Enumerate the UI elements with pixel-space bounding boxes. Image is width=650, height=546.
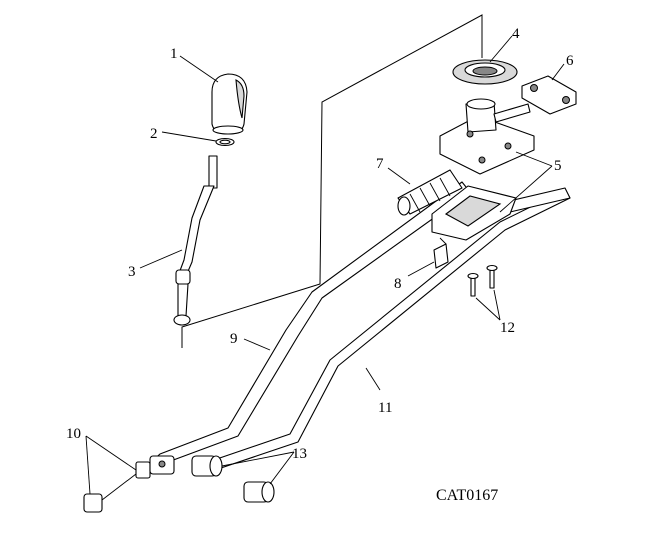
gear-knob [211, 73, 248, 135]
support-rod [207, 187, 571, 471]
callout-5: 5 [554, 158, 562, 174]
clamp-bracket [521, 75, 577, 115]
callout-7: 7 [376, 156, 384, 172]
background-panel [181, 14, 483, 348]
bolts [467, 264, 498, 297]
callout-8: 8 [394, 276, 402, 292]
universal-joint [83, 455, 175, 513]
bushes [191, 455, 275, 503]
callout-13: 13 [292, 446, 307, 462]
gaiter-boot [452, 59, 518, 85]
leader-lines [85, 35, 565, 495]
bellows [397, 169, 463, 216]
gear-lever [173, 155, 218, 326]
callout-10: 10 [66, 426, 81, 442]
callout-9: 9 [230, 331, 238, 347]
clip [433, 237, 449, 269]
callout-1: 1 [170, 46, 178, 62]
selector-housing [431, 98, 535, 241]
callout-2: 2 [150, 126, 158, 142]
catalog-code: CAT0167 [436, 487, 498, 504]
callout-labels: 1 2 3 4 5 6 7 8 9 10 11 12 13 [66, 26, 574, 462]
callout-12: 12 [500, 320, 515, 336]
knob-ring [215, 137, 235, 147]
callout-11: 11 [378, 400, 392, 416]
callout-3: 3 [128, 264, 136, 280]
callout-4: 4 [512, 26, 520, 42]
callout-6: 6 [566, 53, 574, 69]
